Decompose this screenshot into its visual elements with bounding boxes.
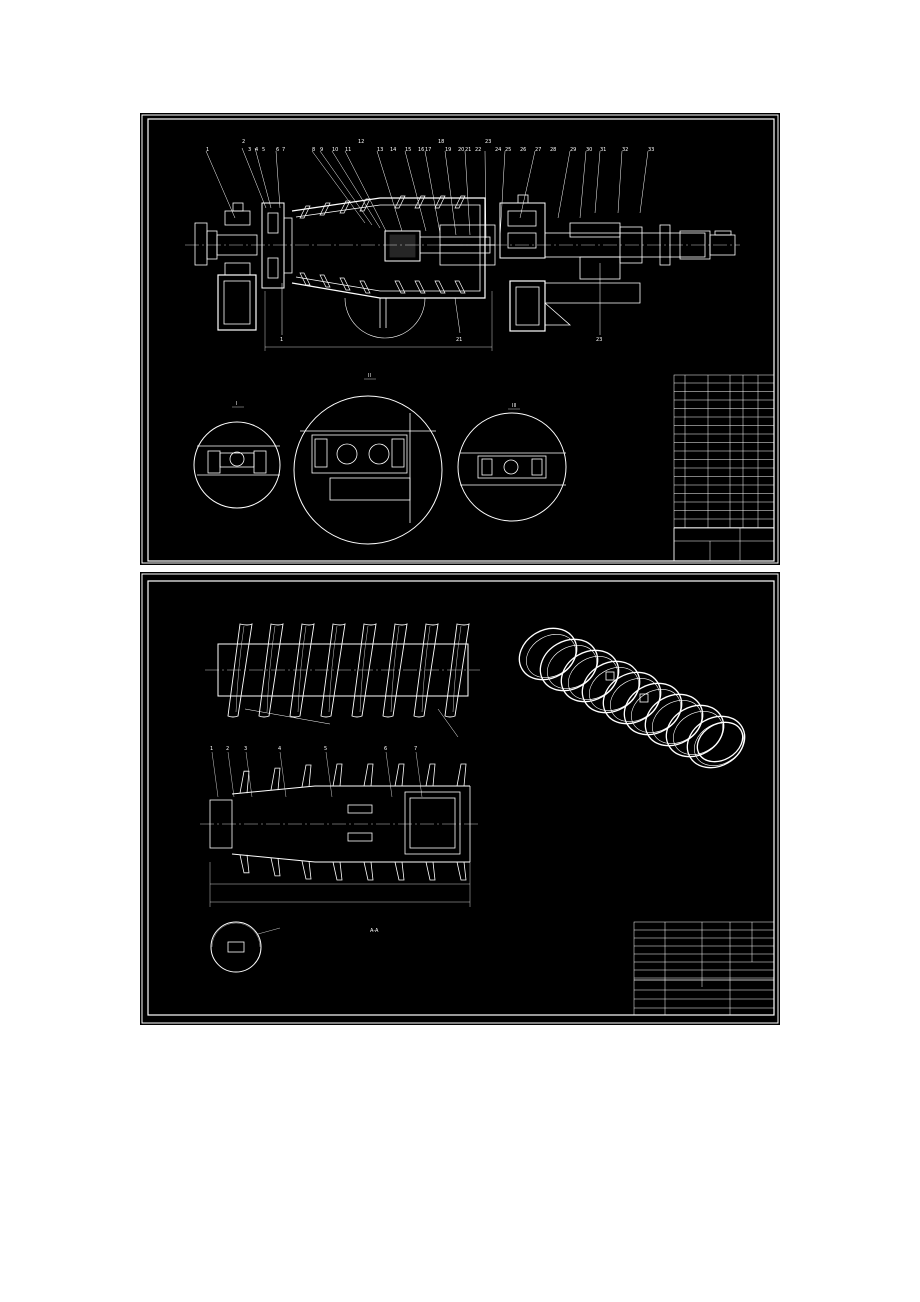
part-number-18: 18	[438, 139, 444, 145]
detail-label-3: III	[512, 403, 516, 409]
part-number-29: 29	[570, 147, 576, 153]
part-number-24: 24	[495, 147, 501, 153]
part-number-1: 1	[206, 147, 209, 153]
callout-23: 23	[596, 337, 602, 343]
part-number-26: 26	[520, 147, 526, 153]
detail-label-1: I	[236, 401, 237, 407]
part-number-5: 5	[262, 147, 265, 153]
balloon-4: 4	[278, 746, 281, 752]
part-number-25: 25	[505, 147, 511, 153]
part-number-7: 7	[282, 147, 285, 153]
part-number-20: 20	[458, 147, 464, 153]
isometric-screw-view	[518, 627, 746, 769]
detail-label-2: II	[368, 373, 371, 379]
balloon-1: 1	[210, 746, 213, 752]
part-number-32: 32	[622, 147, 628, 153]
balloon-2: 2	[226, 746, 229, 752]
part-number-3: 3	[248, 147, 251, 153]
balloon-6: 6	[384, 746, 387, 752]
balloon-5: 5	[324, 746, 327, 752]
part-number-17: 17	[425, 147, 431, 153]
screw-section-view: 1 2 3 4 5 6 7 A-A	[200, 746, 480, 934]
title-block-table	[633, 921, 775, 1016]
screw-elevation-view	[205, 623, 480, 738]
detail-view-3: III	[457, 403, 567, 522]
part-number-21: 21	[465, 147, 471, 153]
part-number-14: 14	[390, 147, 396, 153]
part-number-33: 33	[648, 147, 654, 153]
part-number-16: 16	[418, 147, 424, 153]
part-number-9: 9	[320, 147, 323, 153]
cross-section-view	[210, 921, 281, 973]
balloon-7: 7	[414, 746, 417, 752]
part-number-10: 10	[332, 147, 338, 153]
screw-part-drawing-sheet: 1 2 3 4 5 6 7 A-A	[140, 572, 780, 1025]
part-number-11: 11	[345, 147, 351, 153]
part-number-31: 31	[600, 147, 606, 153]
part-number-12: 12	[358, 139, 364, 145]
part-number-8: 8	[312, 147, 315, 153]
part-number-28: 28	[550, 147, 556, 153]
part-number-4: 4	[255, 147, 258, 153]
balloon-3: 3	[244, 746, 247, 752]
part-number-19: 19	[445, 147, 451, 153]
detail-view-2: II	[293, 373, 443, 545]
section-label: A-A	[370, 928, 379, 934]
part-number-15: 15	[405, 147, 411, 153]
part-number-22: 22	[475, 147, 481, 153]
callout-1: 1	[280, 337, 283, 343]
part-number-13: 13	[377, 147, 383, 153]
part-number-30: 30	[586, 147, 592, 153]
part-number-23: 23	[485, 139, 491, 145]
callout-21: 21	[456, 337, 462, 343]
parts-list-table	[673, 374, 775, 562]
part-number-27: 27	[535, 147, 541, 153]
detail-view-1: I	[193, 401, 281, 509]
part-number-6: 6	[276, 147, 279, 153]
part-number-2: 2	[242, 139, 245, 145]
